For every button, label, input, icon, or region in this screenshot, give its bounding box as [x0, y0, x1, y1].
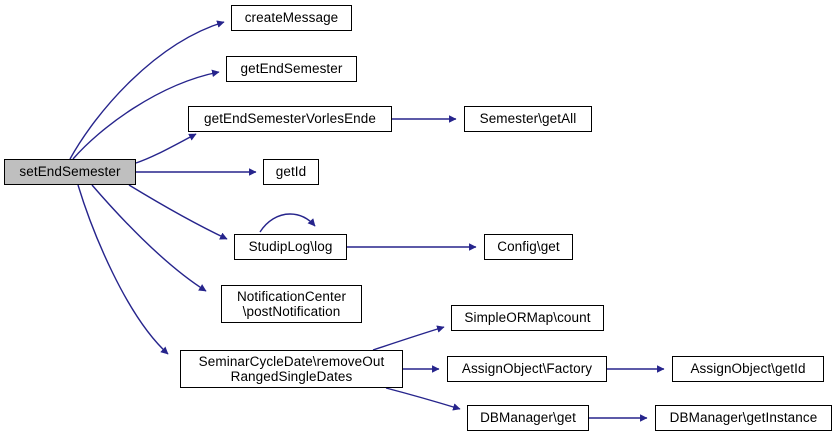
node-setEndSemester[interactable]: setEndSemester	[4, 159, 136, 185]
node-Semester_getAll[interactable]: Semester\getAll	[464, 106, 592, 132]
call-edge	[77, 184, 169, 355]
call-edge	[91, 184, 207, 292]
node-SimpleORMap_count[interactable]: SimpleORMap\count	[451, 305, 604, 331]
node-SeminarCycleDate_removeOutRangedSingleDates[interactable]: SeminarCycleDate\removeOut RangedSingleD…	[180, 350, 403, 388]
node-getEndSemesterVorlesEnde[interactable]: getEndSemesterVorlesEnde	[188, 106, 392, 132]
node-getId[interactable]: getId	[263, 159, 319, 185]
node-createMessage[interactable]: createMessage	[231, 5, 352, 31]
node-DBManager_get[interactable]: DBManager\get	[467, 405, 589, 431]
node-AssignObject_Factory[interactable]: AssignObject\Factory	[447, 356, 607, 382]
call-edge	[135, 133, 197, 164]
node-NotificationCenter_postNotification[interactable]: NotificationCenter \postNotification	[221, 285, 362, 323]
node-getEndSemester[interactable]: getEndSemester	[226, 56, 357, 82]
node-Config_get[interactable]: Config\get	[484, 234, 573, 260]
call-edge	[385, 387, 461, 411]
call-edge	[372, 325, 445, 351]
node-AssignObject_getId[interactable]: AssignObject\getId	[672, 356, 824, 382]
call-edge	[69, 20, 225, 160]
call-edge	[128, 184, 228, 240]
node-DBManager_getInstance[interactable]: DBManager\getInstance	[655, 405, 832, 431]
node-StudipLog_log[interactable]: StudipLog\log	[234, 234, 347, 260]
self-call-edge	[259, 213, 316, 233]
